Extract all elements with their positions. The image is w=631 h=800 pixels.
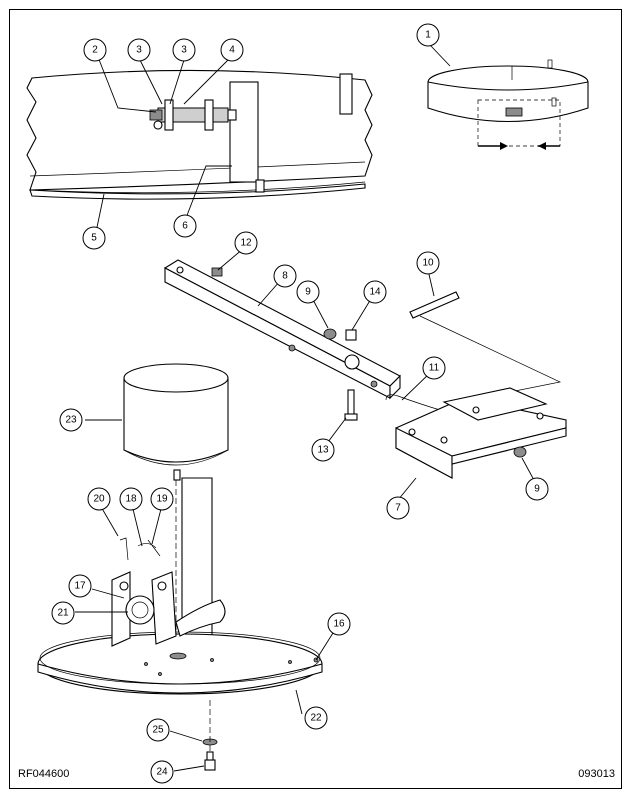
callout-16: 16 — [327, 612, 351, 636]
svg-text:24: 24 — [156, 767, 168, 778]
svg-text:18: 18 — [125, 494, 137, 505]
figure-reference-number: RF044600 — [18, 768, 70, 780]
callout-21: 21 — [51, 601, 75, 625]
support-arm — [163, 259, 401, 400]
callout-20: 20 — [87, 487, 111, 511]
svg-text:9: 9 — [534, 484, 540, 495]
callout-7: 7 — [386, 496, 410, 520]
callout-9a: 9 — [296, 280, 320, 304]
callout-23: 23 — [59, 408, 83, 432]
svg-text:16: 16 — [333, 619, 345, 630]
spinner-plate — [37, 631, 323, 695]
svg-text:13: 13 — [317, 445, 329, 456]
svg-text:12: 12 — [240, 238, 252, 249]
callout-25: 25 — [146, 718, 170, 742]
nut-9-upper — [323, 328, 337, 340]
svg-text:10: 10 — [422, 258, 434, 269]
svg-text:5: 5 — [91, 233, 97, 244]
nut-9-lower — [513, 446, 527, 458]
callout-13: 13 — [311, 438, 335, 462]
callout-5: 5 — [82, 226, 106, 250]
callout-6: 6 — [173, 214, 197, 238]
callout-4: 4 — [220, 38, 244, 62]
callout-8: 8 — [273, 264, 297, 288]
callout-3b: 3 — [172, 38, 196, 62]
svg-text:7: 7 — [395, 503, 401, 514]
svg-text:8: 8 — [282, 271, 288, 282]
svg-text:14: 14 — [369, 287, 381, 298]
svg-text:22: 22 — [310, 713, 322, 724]
svg-text:2: 2 — [92, 45, 98, 56]
svg-text:11: 11 — [429, 363, 440, 374]
callout-9b: 9 — [525, 477, 549, 501]
diagram-frame — [9, 9, 622, 789]
callout-17: 17 — [68, 574, 92, 598]
svg-text:20: 20 — [93, 494, 105, 505]
svg-text:23: 23 — [65, 415, 77, 426]
svg-text:9: 9 — [305, 287, 311, 298]
svg-text:19: 19 — [156, 494, 168, 505]
callout-3a: 3 — [127, 38, 151, 62]
figure-date-code: 093013 — [578, 768, 615, 780]
callout-18: 18 — [119, 487, 143, 511]
callout-11: 11 — [422, 356, 446, 380]
svg-text:25: 25 — [152, 725, 164, 736]
svg-text:4: 4 — [229, 45, 235, 56]
svg-text:3: 3 — [136, 45, 142, 56]
svg-text:21: 21 — [57, 608, 69, 619]
svg-text:17: 17 — [74, 581, 86, 592]
callout-10: 10 — [416, 251, 440, 275]
callout-12: 12 — [234, 231, 258, 255]
gearbox-assembly — [111, 537, 226, 647]
callout-1: 1 — [416, 23, 440, 47]
callout-14: 14 — [363, 280, 387, 304]
bolt-13 — [344, 389, 358, 421]
hopper-wall-section — [26, 69, 373, 200]
callout-24: 24 — [150, 760, 174, 784]
svg-text:3: 3 — [181, 45, 187, 56]
bracket-7 — [395, 387, 567, 479]
callout-2: 2 — [83, 38, 107, 62]
pin-10 — [409, 291, 460, 319]
retaining-ring — [427, 59, 589, 150]
callout-19: 19 — [150, 487, 174, 511]
svg-text:1: 1 — [425, 30, 431, 41]
nut-14 — [345, 329, 357, 341]
bolt-12 — [211, 267, 223, 277]
callout-22: 22 — [304, 706, 328, 730]
motor-23 — [123, 363, 229, 481]
bolt-24 — [204, 751, 216, 771]
svg-text:6: 6 — [182, 221, 188, 232]
